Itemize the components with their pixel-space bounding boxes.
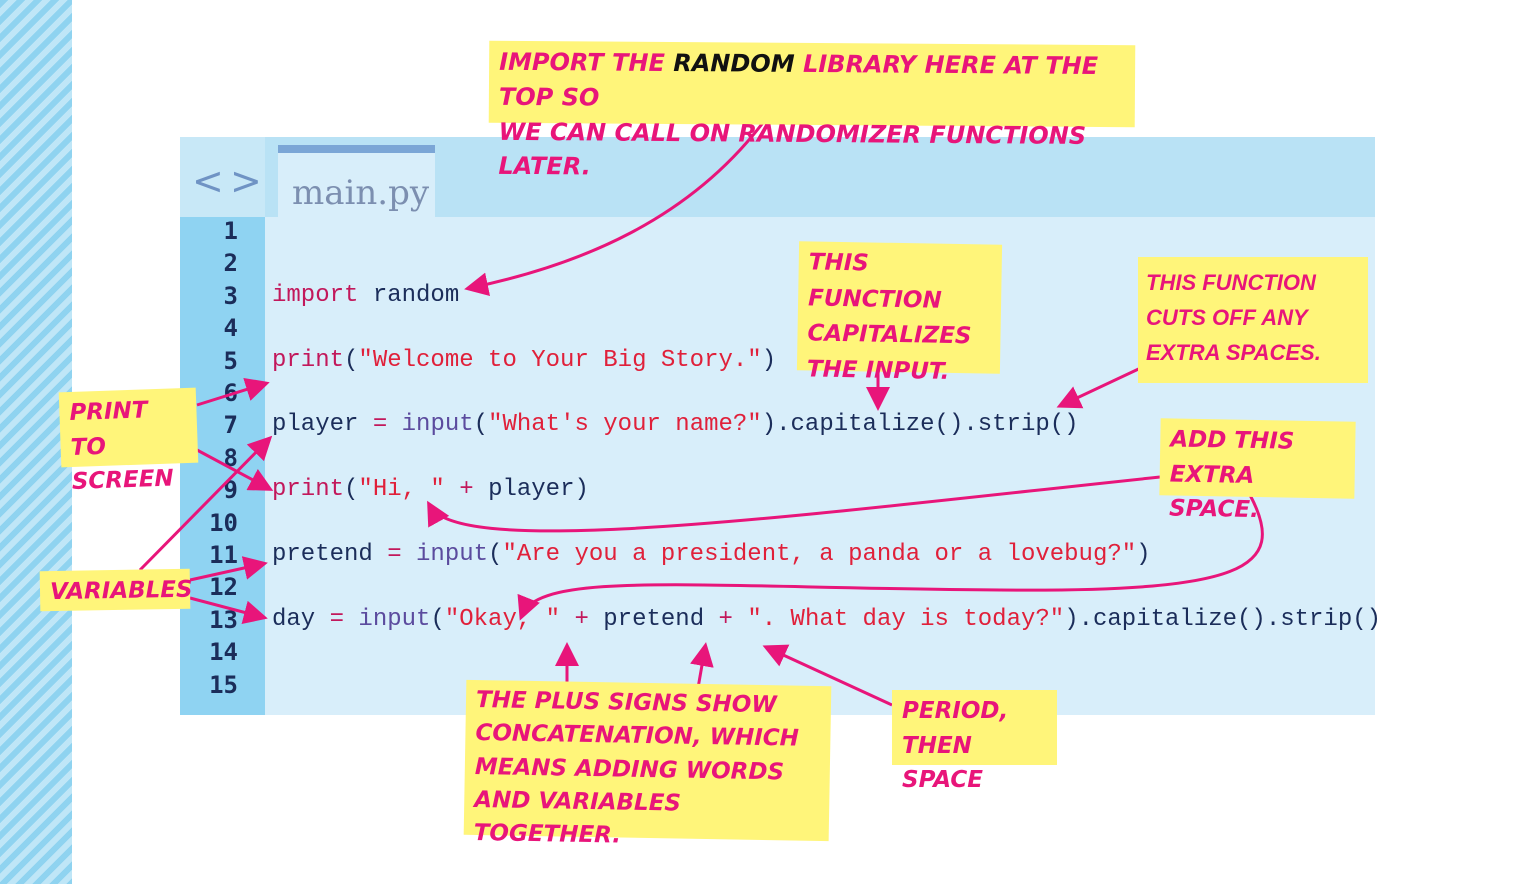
line-number: 4 — [223, 314, 238, 343]
code-token: ". What day is today?" — [747, 605, 1065, 633]
code-token: day — [272, 605, 330, 633]
code-token: pretend — [603, 605, 705, 633]
arrow-var-7 — [138, 435, 273, 572]
code-token: print — [272, 346, 345, 374]
code-token: ).capitalize().strip() — [761, 411, 1079, 439]
tab-main-py[interactable]: main.py — [278, 145, 435, 225]
line-number: 11 — [209, 541, 238, 569]
arrow-plus-2 — [690, 642, 714, 689]
tab-label: main.py — [292, 173, 430, 213]
code-token: ) — [761, 346, 777, 374]
code-token: ( — [344, 476, 359, 504]
code-token: "Welcome to Your Big Story." — [358, 346, 762, 374]
arrow-print-9 — [196, 448, 274, 491]
code-token: ( — [430, 605, 445, 633]
line-number: 7 — [223, 411, 238, 440]
line-number: 3 — [223, 281, 238, 310]
code-token: input — [387, 411, 474, 439]
code-line: print("Welcome to Your Big Story.") — [272, 347, 776, 374]
code-token: + — [560, 605, 604, 633]
code-token: ) — [1136, 541, 1151, 568]
code-line: day = input("Okay, " + pretend + ". What… — [272, 606, 1381, 633]
code-token: "Hi, " — [358, 476, 445, 504]
nav-buttons: < > — [180, 137, 265, 217]
chevron-right-icon[interactable]: > — [230, 159, 262, 203]
note-import: IMPORT THE RANDOM LIBRARY HERE AT THE TO… — [488, 40, 1136, 181]
code-token: ).capitalize().strip() — [1064, 605, 1382, 633]
code-token: ( — [344, 346, 359, 374]
line-number: 14 — [209, 638, 238, 667]
line-number: 5 — [223, 346, 238, 375]
note-capitalize: THIS FUNCTION CAPITALIZES THE INPUT. — [796, 241, 1003, 385]
arrow-space-hi — [427, 475, 1161, 533]
editor-header: < > main.py — [180, 137, 1375, 225]
code-token: ( — [488, 541, 503, 568]
arrow-space-okay — [517, 494, 1264, 621]
note-plus-signs: THE PLUS SIGNS SHOW CONCATENATION, WHICH… — [463, 679, 832, 849]
arrow-strip — [1056, 363, 1148, 409]
code-token: random — [358, 281, 460, 309]
code-line: player = input("What's your name?").capi… — [272, 411, 1079, 438]
arrow-print-5 — [196, 377, 270, 407]
code-token: "Are you a president, a panda or a loveb… — [502, 541, 1137, 568]
note-extra-space: ADD THIS EXTRA SPACE. — [1159, 418, 1356, 523]
code-token: + — [704, 605, 748, 633]
code-token: player) — [488, 476, 589, 504]
code-token: "What's your name?" — [488, 411, 762, 439]
code-line: print("Hi, " + player) — [272, 476, 589, 503]
code-token: import — [272, 281, 359, 309]
chevron-left-icon[interactable]: < — [192, 159, 224, 203]
arrow-period — [762, 644, 893, 707]
note-period: PERIOD, THEN SPACE — [892, 690, 1057, 793]
note-text: IMPORT THE — [499, 47, 674, 78]
code-token: print — [272, 476, 345, 504]
code-token: input — [344, 605, 431, 633]
code-token: pretend — [272, 541, 388, 568]
note-variables: VARIABLES — [39, 568, 193, 612]
code-token: ( — [473, 411, 489, 439]
note-print-to-screen: PRINT TO SCREEN — [58, 387, 199, 495]
arrow-var-11 — [189, 556, 268, 582]
code-token: = — [372, 411, 388, 439]
line-number: 12 — [209, 573, 238, 602]
code-line: import random — [272, 282, 459, 309]
line-number: 15 — [209, 670, 238, 699]
line-number: 10 — [209, 508, 238, 537]
line-number: 2 — [223, 249, 238, 278]
code-token: input — [401, 541, 489, 568]
arrow-var-13 — [189, 596, 268, 625]
line-number: 1 — [223, 217, 238, 245]
code-token: + — [444, 476, 489, 504]
code-token: player — [272, 411, 373, 439]
arrow-import — [464, 119, 767, 297]
code-token: "Okay, " — [444, 605, 561, 633]
note-strip: THIS FUNCTION CUTS OFF ANY EXTRA SPACES. — [1138, 257, 1368, 383]
code-line: pretend = input("Are you a president, a … — [272, 541, 1151, 568]
code-token: = — [329, 605, 345, 633]
note-bold-text: RANDOM — [673, 49, 795, 78]
code-token: = — [387, 541, 402, 568]
